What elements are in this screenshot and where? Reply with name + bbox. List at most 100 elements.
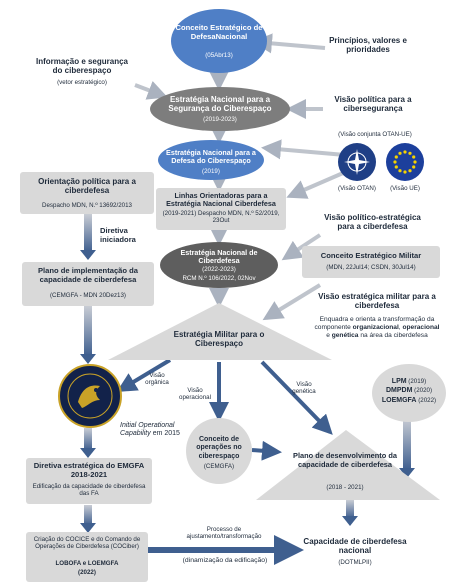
- ue-label: (Visão UE): [390, 185, 420, 192]
- emgfa-directive-box: [26, 458, 152, 504]
- implementation-plan-title: Plano de implementação da capacidade de …: [37, 266, 138, 284]
- dev-plan-title: Plano de desenvolvimento da capacidade d…: [293, 451, 397, 469]
- bar-orientation-to-plan: [84, 214, 92, 252]
- political-orientation-sub: Despacho MDN, N.º 13692/2013: [42, 202, 132, 209]
- arrow-nato-to-defense: [261, 139, 346, 160]
- military-vision-line4: na área da ciberdefesa: [358, 331, 428, 339]
- ioc-label: Initial Operational Capability em 2015: [120, 422, 200, 439]
- cyberdefense-strategy-years: (2022-2023): [202, 266, 236, 273]
- cyberdefense-strategy-sub: RCM N.º 106/2022, 02Nov: [182, 275, 256, 282]
- emgfa-seal-icon: [67, 373, 113, 419]
- law-loemgfa: LOEMGFA: [381, 396, 417, 404]
- political-orientation-box: [20, 172, 154, 214]
- concept-top-sub: (05Abr13): [205, 52, 233, 59]
- bar-emblem-to-directive: [84, 428, 92, 450]
- guidelines-sub: (2019-2021) Despacho MDN, N.º 52/2019, 2…: [162, 210, 280, 225]
- law-lpm-year: (2019): [406, 378, 427, 385]
- arrow-principles-to-top: [252, 33, 326, 54]
- ioc-suffix: em 2015: [150, 430, 180, 438]
- national-strategy-sub: (2019-2023): [203, 116, 237, 123]
- arrowhead-creation: [80, 523, 96, 533]
- laws-node: [372, 364, 446, 422]
- military-concept-box: [302, 246, 440, 278]
- implementation-plan-sub: (CEMGFA - MDN 20Dez13): [50, 292, 126, 299]
- arrow-ops-to-devplan: [251, 440, 282, 461]
- military-strategy-title: Estratégia Militar para o Ciberespaço: [173, 330, 265, 349]
- policy-vision-label: Visão política para a cibersegurança: [334, 95, 412, 114]
- concept-top-node: [171, 9, 267, 73]
- military-concept-title: Conceito Estratégico Militar: [320, 251, 422, 260]
- creation-bold: LOBOFA e LOEMGFA: [55, 560, 119, 567]
- creation-box: [26, 532, 148, 582]
- directive-label: Diretiva iniciadora: [100, 226, 136, 244]
- arrowhead-devplan: [399, 468, 415, 478]
- emgfa-emblem-icon: [58, 364, 122, 428]
- guidelines-title: Linhas Orientadoras para a Estratégia Na…: [166, 191, 276, 209]
- emgfa-directive-sub: Edificação da capacidade de ciberdefesa …: [32, 483, 146, 498]
- arrow-milvision-to-milstrategy: [262, 283, 322, 321]
- military-vision-b3: genética: [331, 331, 359, 339]
- ops-concept-title: Conceito de operações no ciberespaço: [196, 436, 242, 460]
- ioc-italic: Initial Operational Capability: [120, 422, 175, 438]
- defense-strategy-sub: (2019): [202, 168, 220, 175]
- defense-strategy-title: Estratégia Nacional para a Defesa do Cib…: [166, 148, 256, 166]
- principles-label: Princípios, valores e prioridades: [329, 36, 407, 55]
- process-label: Processo de ajustamento/transformação: [186, 526, 262, 541]
- law-lpm: LPM: [391, 378, 407, 385]
- vision-op-label: Visão operacional: [179, 387, 211, 402]
- infosec-title: Informação e segurança do ciberespaço: [35, 57, 129, 76]
- creation-year: (2022): [78, 569, 96, 576]
- guidelines-box: [156, 188, 286, 230]
- concept-top-title: Conceito Estratégico de DefesaNacional: [175, 23, 263, 41]
- creation-text: Criação do COCICE e do Comando de Operaç…: [33, 536, 141, 551]
- arrowhead-plan: [80, 250, 96, 260]
- otan-label: (Visão OTAN): [338, 185, 376, 192]
- eu-flag-icon: [386, 143, 424, 181]
- arrow-infosec-to-national: [134, 80, 168, 100]
- capability-title: Capacidade de ciberdefesa nacional: [303, 537, 407, 556]
- military-vision-title: Visão estratégica militar para a ciberde…: [318, 292, 436, 311]
- political-orientation-title: Orientação política para a ciberdefesa: [38, 177, 136, 196]
- cyberdefense-strategy-title: Estratégia Nacional de Ciberdefesa: [180, 248, 258, 266]
- national-strategy-title: Estratégia Nacional para a Segurança do …: [168, 95, 272, 114]
- arrowhead-capability: [342, 516, 358, 526]
- arrowhead-emblem: [80, 354, 96, 364]
- emgfa-directive-title: Diretiva estratégica do EMGFA 2018-2021: [33, 461, 145, 479]
- military-vision-b2: operacional: [402, 323, 440, 331]
- bar-laws-to-devplan: [403, 418, 411, 470]
- cyberdefense-strategy-node: [160, 242, 278, 288]
- capability-sub: (DOTMLPII): [338, 559, 372, 566]
- vision-gen-label: Visão genética: [292, 381, 316, 396]
- military-vision-desc: Enquadra e orienta a transformação da co…: [312, 316, 442, 339]
- defense-strategy-node: [158, 140, 264, 180]
- vision-org-label: Visão orgânica: [145, 372, 169, 387]
- military-vision-line3: e: [326, 331, 332, 339]
- law-dmpdm-year: (2020): [412, 387, 433, 395]
- dev-plan-triangle: [256, 430, 440, 500]
- political-strategic-vision-label: Visão político-estratégica para a ciberd…: [324, 213, 421, 232]
- military-strategy-triangle: [108, 303, 332, 360]
- arrow-nato-to-guidelines: [286, 168, 351, 199]
- bar-devplan-to-capability: [346, 500, 354, 518]
- bar-directive-to-creation: [84, 505, 92, 525]
- arrow-vision-org: [116, 358, 172, 393]
- military-concept-sub: (MDN, 22Jul14; CSDN, 30Jul14): [326, 264, 416, 271]
- ops-concept-node: [186, 418, 252, 484]
- dev-plan-sub: (2018 - 2021): [326, 484, 364, 491]
- arrowhead-directive: [80, 448, 96, 458]
- joint-vision-label: (Visão conjunta OTAN-UE): [338, 131, 412, 138]
- bar-plan-to-emblem: [84, 306, 92, 356]
- ops-concept-sub: (CEMGFA): [203, 463, 235, 470]
- military-vision-line2: ,: [398, 323, 403, 331]
- military-vision-line1: Enquadra e orienta a transformação da co…: [314, 316, 435, 331]
- law-loemgfa-year: (2022): [416, 396, 437, 404]
- nato-emblem-icon: [338, 143, 376, 181]
- implementation-plan-box: [22, 262, 154, 306]
- laws-text: LPM (2019) DMPDM (2020) LOEMGFA (2022): [372, 377, 446, 405]
- eu-stars-icon: [393, 150, 417, 174]
- process-sub: (dinamização da edificação): [182, 557, 268, 564]
- arrow-vision-gen: [260, 360, 333, 435]
- infosec-sub: (vetor estratégico): [57, 79, 107, 86]
